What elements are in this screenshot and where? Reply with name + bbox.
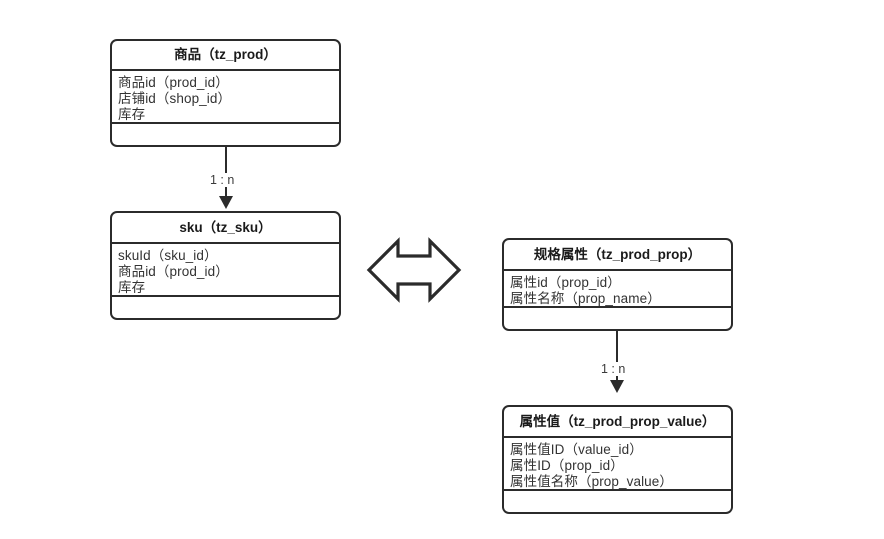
field-row: 属性值ID（value_id） <box>510 442 643 457</box>
field-row: 店铺id（shop_id） <box>118 91 232 106</box>
entity-fields-tz-sku: skuId（sku_id） 商品id（prod_id） 库存 <box>112 244 339 297</box>
entity-tz-prod-prop[interactable]: 规格属性（tz_prod_prop） 属性id（prop_id） 属性名称（pr… <box>502 238 733 331</box>
relation-arrowhead <box>219 196 233 209</box>
entity-title-tz-prod-prop: 规格属性（tz_prod_prop） <box>504 240 731 271</box>
relation-label: 1 : n <box>598 362 629 376</box>
entity-tz-prod[interactable]: 商品（tz_prod） 商品id（prod_id） 店铺id（shop_id） … <box>110 39 341 147</box>
field-row: 商品id（prod_id） <box>118 264 229 279</box>
double-headed-arrow-icon <box>366 237 462 303</box>
entity-tz-sku[interactable]: sku（tz_sku） skuId（sku_id） 商品id（prod_id） … <box>110 211 341 320</box>
relation-label: 1 : n <box>207 173 238 187</box>
field-row: 属性值名称（prop_value） <box>510 474 674 489</box>
entity-title-tz-prod: 商品（tz_prod） <box>112 41 339 71</box>
field-row: skuId（sku_id） <box>118 248 218 263</box>
entity-fields-tz-prod: 商品id（prod_id） 店铺id（shop_id） 库存 <box>112 71 339 124</box>
entity-fields-tz-prod-prop: 属性id（prop_id） 属性名称（prop_name） <box>504 271 731 308</box>
entity-title-tz-sku: sku（tz_sku） <box>112 213 339 244</box>
field-row: 库存 <box>118 107 146 122</box>
relation-line <box>616 331 618 382</box>
field-row: 商品id（prod_id） <box>118 75 229 90</box>
entity-footer-tz-prod-prop-value <box>504 491 731 512</box>
field-row: 属性ID（prop_id） <box>510 458 624 473</box>
field-row: 库存 <box>118 280 146 295</box>
relation-arrowhead <box>610 380 624 393</box>
entity-title-tz-prod-prop-value: 属性值（tz_prod_prop_value） <box>504 407 731 438</box>
field-row: 属性名称（prop_name） <box>510 291 661 306</box>
relation-line <box>225 147 227 198</box>
entity-fields-tz-prod-prop-value: 属性值ID（value_id） 属性ID（prop_id） 属性值名称（prop… <box>504 438 731 491</box>
field-row: 属性id（prop_id） <box>510 275 621 290</box>
entity-tz-prod-prop-value[interactable]: 属性值（tz_prod_prop_value） 属性值ID（value_id） … <box>502 405 733 514</box>
relation-sku-to-prop <box>366 234 462 306</box>
